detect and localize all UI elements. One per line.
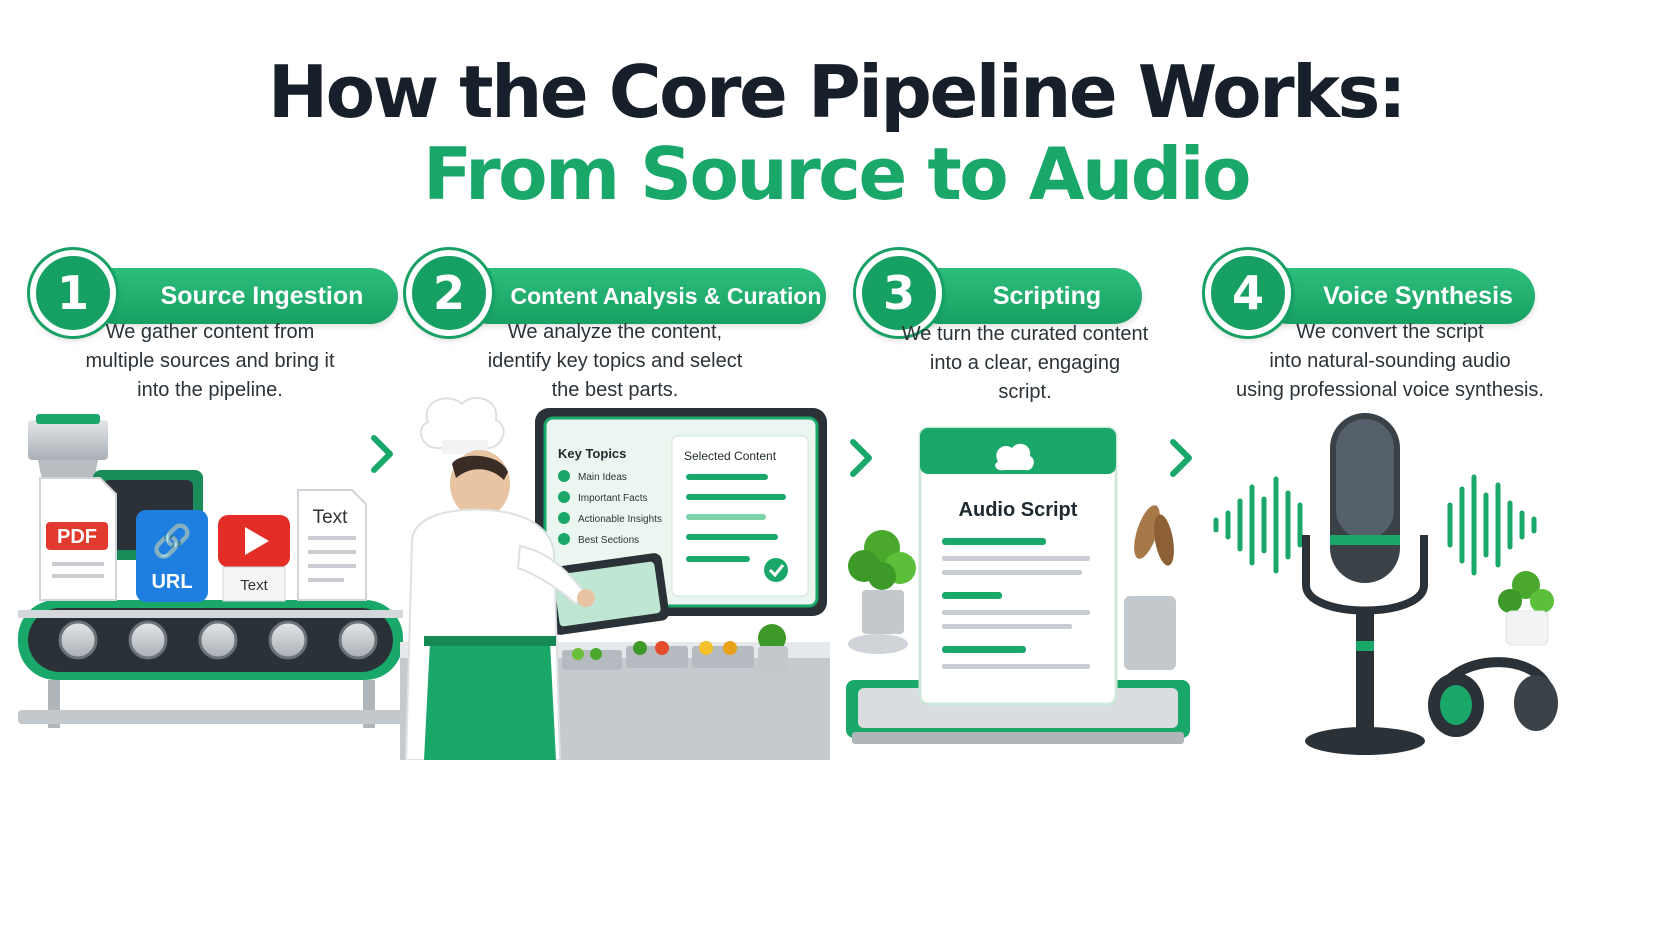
step-3-label: Scripting (992, 281, 1102, 310)
svg-text:PDF: PDF (57, 526, 97, 548)
key-topics-heading: Key Topics (558, 446, 626, 461)
svg-text:Important Facts: Important Facts (578, 493, 647, 504)
step-2-pill: Content Analysis & Curation (462, 268, 826, 324)
microphone-illustration (1213, 413, 1558, 755)
topic-item: Best Sections (558, 533, 639, 546)
step-3-pill: Scripting (912, 268, 1142, 324)
page-subtitle: From Source to Audio (423, 132, 1251, 216)
step-2-description: We analyze the content, identify key top… (487, 321, 743, 401)
svg-text:Text: Text (313, 507, 349, 528)
step-1-label: Source Ingestion (160, 281, 364, 310)
step-2-label: Content Analysis & Curation (510, 282, 822, 309)
chef-hair (452, 455, 508, 480)
chevron-right-icon (371, 435, 393, 473)
chevron-right-icon (1170, 439, 1192, 477)
selected-content-heading: Selected Content (684, 449, 777, 463)
document-title: Audio Script (959, 499, 1078, 521)
step-4-label: Voice Synthesis (1323, 281, 1513, 310)
microphone (1302, 413, 1428, 755)
conveyor-illustration: PDF 🔗 URL Text Text (18, 414, 403, 728)
conveyor-base (18, 710, 403, 724)
svg-text:Main Ideas: Main Ideas (578, 472, 627, 483)
step-1-number-badge: 1 (30, 250, 116, 336)
sound-waveform (1213, 474, 1537, 576)
check-icon (764, 558, 788, 582)
topic-item: Important Facts (558, 491, 647, 504)
step-4-number-badge: 4 (1205, 250, 1291, 336)
page-title: How the Core Pipeline Works: (267, 50, 1407, 134)
hopper-top (28, 420, 108, 460)
topic-item: Main Ideas (558, 470, 627, 483)
hopper-lid (36, 414, 100, 424)
step-4-description: We convert the script into natural-sound… (1236, 321, 1544, 401)
potted-plant (1498, 571, 1554, 646)
audio-script-document: Audio Script (918, 426, 1118, 706)
chef-hat-icon (995, 443, 1034, 471)
apron-tie (424, 636, 556, 646)
chef-hat (419, 396, 505, 450)
ingredient-trays (562, 624, 788, 674)
chevron-right-icon (850, 439, 872, 477)
video-play-icon: Text (218, 515, 290, 602)
step-3-number-badge: 3 (856, 250, 942, 336)
svg-text:Actionable Insights: Actionable Insights (578, 514, 662, 525)
headphones-icon (1428, 657, 1558, 737)
step-1-description: We gather content from multiple sources … (85, 321, 335, 401)
svg-text:Text: Text (240, 577, 268, 594)
topic-item: Actionable Insights (558, 512, 662, 525)
step-1-header: Source Ingestion 1 (30, 250, 398, 340)
chef-analysis-illustration: Key Topics Main Ideas Important Facts Ac… (400, 396, 830, 760)
chef-figure (404, 396, 595, 760)
step-4-header: Voice Synthesis 4 (1205, 250, 1540, 340)
svg-text:URL: URL (151, 571, 192, 593)
belt-top (18, 610, 403, 618)
step-1-pill: Source Ingestion (86, 268, 398, 324)
svg-text:🔗: 🔗 (152, 522, 192, 560)
step-2-header: Content Analysis & Curation 2 (406, 250, 826, 340)
utensil-holder (1124, 505, 1176, 670)
herb-plant (848, 530, 916, 654)
text-document-icon: Text (297, 489, 367, 601)
chef-hand (577, 589, 595, 607)
step-3-description: We turn the curated content into a clear… (901, 323, 1149, 403)
tablet-screen (553, 561, 661, 627)
chef-apron (424, 642, 556, 760)
tray-base (852, 732, 1184, 744)
script-illustration: Audio Script (846, 426, 1190, 744)
step-2-number-badge: 2 (406, 250, 492, 336)
conveyor-rollers (58, 620, 378, 660)
pdf-document-icon: PDF (39, 477, 117, 601)
svg-text:Best Sections: Best Sections (578, 535, 639, 546)
step-4-pill: Voice Synthesis (1261, 268, 1535, 324)
step-3-header: Scripting 3 (856, 250, 1146, 340)
url-link-icon: 🔗 URL (136, 510, 208, 602)
